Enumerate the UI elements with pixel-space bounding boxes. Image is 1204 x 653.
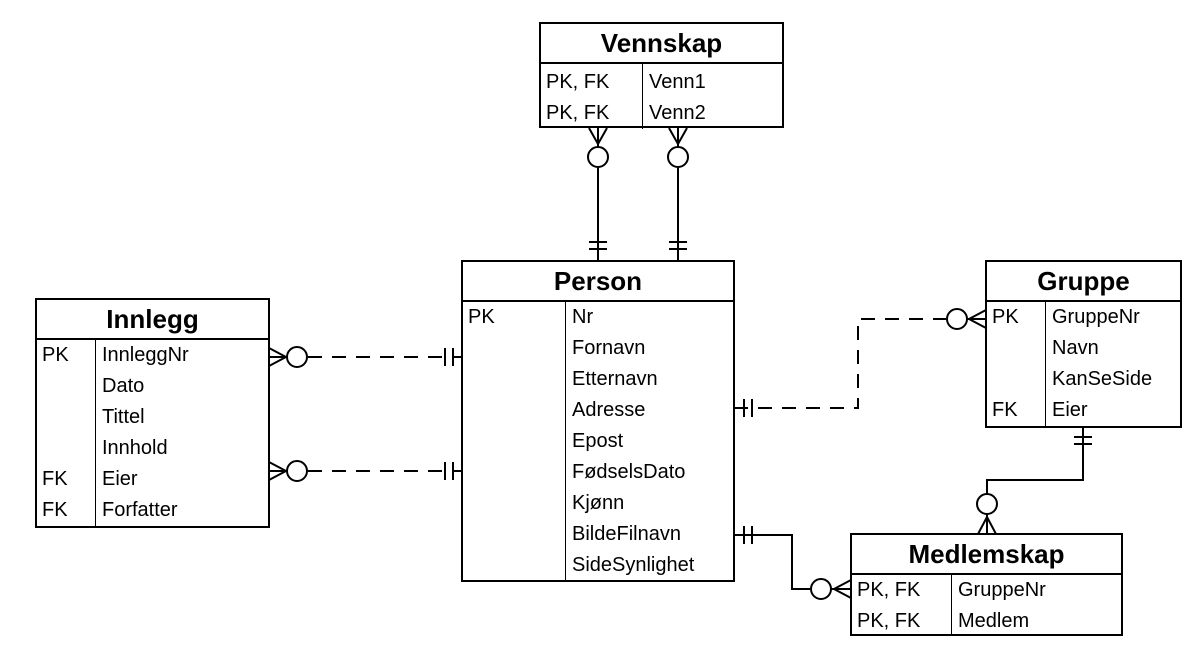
rel-innlegg-eier-person xyxy=(268,346,462,368)
entity-innlegg-body: PK InnleggNr Dato Tittel Innhold FK Eier… xyxy=(37,340,268,528)
rel-venn2-person xyxy=(667,127,689,262)
attribute-key: PK, FK xyxy=(857,610,921,632)
attribute-key: PK xyxy=(992,306,1019,328)
attribute-key: FK xyxy=(42,499,68,521)
attribute-row: KanSeSide xyxy=(987,364,1180,395)
attribute-name: Tittel xyxy=(102,406,145,428)
attribute-row: SideSynlighet xyxy=(463,550,733,581)
attribute-key xyxy=(463,457,566,488)
entity-innlegg: Innlegg PK InnleggNr Dato Tittel Innhold… xyxy=(35,298,270,528)
attribute-name: GruppeNr xyxy=(1052,306,1140,328)
entity-medlemskap: Medlemskap PK, FK GruppeNr PK, FK Medlem xyxy=(850,533,1123,636)
attribute-key xyxy=(37,371,96,402)
entity-medlemskap-title: Medlemskap xyxy=(852,535,1121,575)
rel-innlegg-forfatter-person xyxy=(268,460,462,482)
rel-person-gruppe xyxy=(734,308,987,417)
attribute-key xyxy=(463,333,566,364)
attribute-key xyxy=(987,364,1046,395)
entity-gruppe-body: PK GruppeNr Navn KanSeSide FK Eier xyxy=(987,302,1180,428)
attribute-row: Navn xyxy=(987,333,1180,364)
attribute-key xyxy=(987,333,1046,364)
attribute-name: Venn2 xyxy=(649,102,706,124)
entity-person-title: Person xyxy=(463,262,733,302)
attribute-row: PK, FK Venn1 xyxy=(541,67,782,98)
attribute-name: Navn xyxy=(1052,337,1099,359)
attribute-name: Nr xyxy=(572,306,594,328)
attribute-key: PK xyxy=(468,306,495,328)
attribute-name: Innhold xyxy=(102,437,168,459)
attribute-name: Epost xyxy=(572,430,624,452)
attribute-key xyxy=(37,433,96,464)
entity-person-body: PK Nr Fornavn Etternavn Adresse Epost Fø… xyxy=(463,302,733,582)
entity-vennskap-title: Vennskap xyxy=(541,24,782,64)
attribute-row: FK Eier xyxy=(37,464,268,495)
attribute-key: PK, FK xyxy=(857,579,921,601)
attribute-name: Dato xyxy=(102,375,145,397)
attribute-name: Medlem xyxy=(958,610,1030,632)
attribute-key xyxy=(463,426,566,457)
attribute-row: BildeFilnavn xyxy=(463,519,733,550)
rel-gruppe-medlemskap xyxy=(976,427,1092,535)
attribute-row: PK Nr xyxy=(463,302,733,333)
attribute-name: Eier xyxy=(102,468,138,490)
attribute-row: Adresse xyxy=(463,395,733,426)
entity-gruppe-title: Gruppe xyxy=(987,262,1180,302)
attribute-row: Fornavn xyxy=(463,333,733,364)
attribute-row: PK, FK Venn2 xyxy=(541,98,782,129)
attribute-name: FødselsDato xyxy=(572,461,686,483)
entity-person: Person PK Nr Fornavn Etternavn Adresse E… xyxy=(461,260,735,582)
attribute-key: PK xyxy=(42,344,69,366)
attribute-key xyxy=(37,402,96,433)
entity-vennskap-body: PK, FK Venn1 PK, FK Venn2 xyxy=(541,64,782,129)
attribute-name: InnleggNr xyxy=(102,344,189,366)
attribute-name: SideSynlighet xyxy=(572,554,695,576)
attribute-key: FK xyxy=(992,399,1018,421)
attribute-row: PK, FK Medlem xyxy=(852,606,1121,637)
attribute-row: Epost xyxy=(463,426,733,457)
entity-vennskap: Vennskap PK, FK Venn1 PK, FK Venn2 xyxy=(539,22,784,129)
attribute-key xyxy=(463,519,566,550)
rel-venn1-person xyxy=(587,127,609,262)
attribute-name: KanSeSide xyxy=(1052,368,1153,390)
attribute-row: Dato xyxy=(37,371,268,402)
attribute-name: Adresse xyxy=(572,399,646,421)
attribute-row: FK Eier xyxy=(987,395,1180,426)
attribute-row: Tittel xyxy=(37,402,268,433)
attribute-row: FK Forfatter xyxy=(37,495,268,526)
attribute-row: FødselsDato xyxy=(463,457,733,488)
attribute-key: PK, FK xyxy=(546,102,610,124)
attribute-name: GruppeNr xyxy=(958,579,1046,601)
entity-gruppe: Gruppe PK GruppeNr Navn KanSeSide FK Eie… xyxy=(985,260,1182,428)
attribute-row: Etternavn xyxy=(463,364,733,395)
entity-innlegg-title: Innlegg xyxy=(37,300,268,340)
attribute-name: Eier xyxy=(1052,399,1088,421)
rel-person-medlemskap xyxy=(734,526,852,600)
attribute-row: Kjønn xyxy=(463,488,733,519)
attribute-name: BildeFilnavn xyxy=(572,523,681,545)
attribute-name: Fornavn xyxy=(572,337,646,359)
attribute-row: PK InnleggNr xyxy=(37,340,268,371)
attribute-key xyxy=(463,550,566,581)
attribute-name: Forfatter xyxy=(102,499,178,521)
entity-medlemskap-body: PK, FK GruppeNr PK, FK Medlem xyxy=(852,575,1121,636)
attribute-name: Venn1 xyxy=(649,71,706,93)
attribute-row: PK, FK GruppeNr xyxy=(852,575,1121,606)
attribute-name: Etternavn xyxy=(572,368,658,390)
attribute-key: PK, FK xyxy=(546,71,610,93)
attribute-key: FK xyxy=(42,468,68,490)
attribute-key xyxy=(463,395,566,426)
attribute-name: Kjønn xyxy=(572,492,625,514)
attribute-key xyxy=(463,488,566,519)
attribute-key xyxy=(463,364,566,395)
attribute-row: Innhold xyxy=(37,433,268,464)
attribute-row: PK GruppeNr xyxy=(987,302,1180,333)
